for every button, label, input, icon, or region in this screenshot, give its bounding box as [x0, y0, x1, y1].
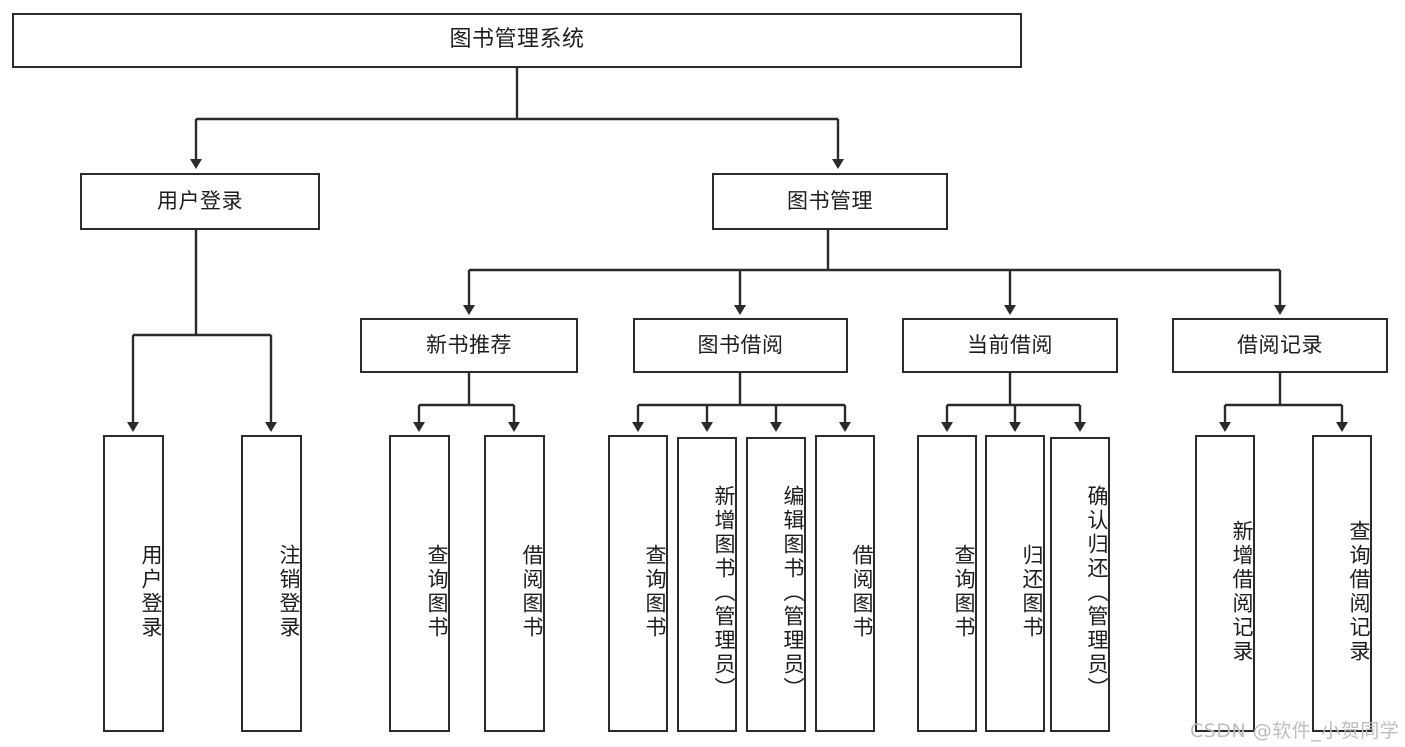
- leaf-bb-borrow-book[interactable]: 借阅图书: [815, 435, 875, 732]
- node-borrow-record[interactable]: 借阅记录: [1172, 318, 1388, 373]
- leaf-cb-query-book[interactable]: 查询图书: [917, 435, 977, 732]
- leaf-bb-query-book[interactable]: 查询图书: [608, 435, 668, 732]
- node-book-borrow[interactable]: 图书借阅: [633, 318, 848, 373]
- leaf-nbr-query-book[interactable]: 查询图书: [389, 435, 450, 732]
- node-new-book-recommend[interactable]: 新书推荐: [360, 318, 578, 373]
- node-book-management[interactable]: 图书管理: [712, 173, 948, 230]
- leaf-br-query-record[interactable]: 查询借阅记录: [1312, 435, 1372, 732]
- node-current-borrow[interactable]: 当前借阅: [902, 318, 1118, 373]
- leaf-br-add-record[interactable]: 新增借阅记录: [1195, 435, 1255, 732]
- node-user-login[interactable]: 用户登录: [80, 173, 320, 230]
- leaf-user-logout[interactable]: 注销登录: [241, 435, 302, 732]
- leaf-cb-return-book[interactable]: 归还图书: [985, 435, 1045, 732]
- leaf-bb-add-book-admin[interactable]: 新增图书（管理员）: [677, 437, 737, 732]
- leaf-user-login[interactable]: 用户登录: [103, 435, 164, 732]
- leaf-bb-edit-book-admin[interactable]: 编辑图书（管理员）: [746, 437, 806, 732]
- leaf-nbr-borrow-book[interactable]: 借阅图书: [484, 435, 545, 732]
- watermark-csdn: CSDN @软件_小贺同学: [1190, 720, 1400, 742]
- node-root-system[interactable]: 图书管理系统: [12, 13, 1022, 68]
- leaf-cb-confirm-return-admin[interactable]: 确认归还（管理员）: [1050, 437, 1110, 732]
